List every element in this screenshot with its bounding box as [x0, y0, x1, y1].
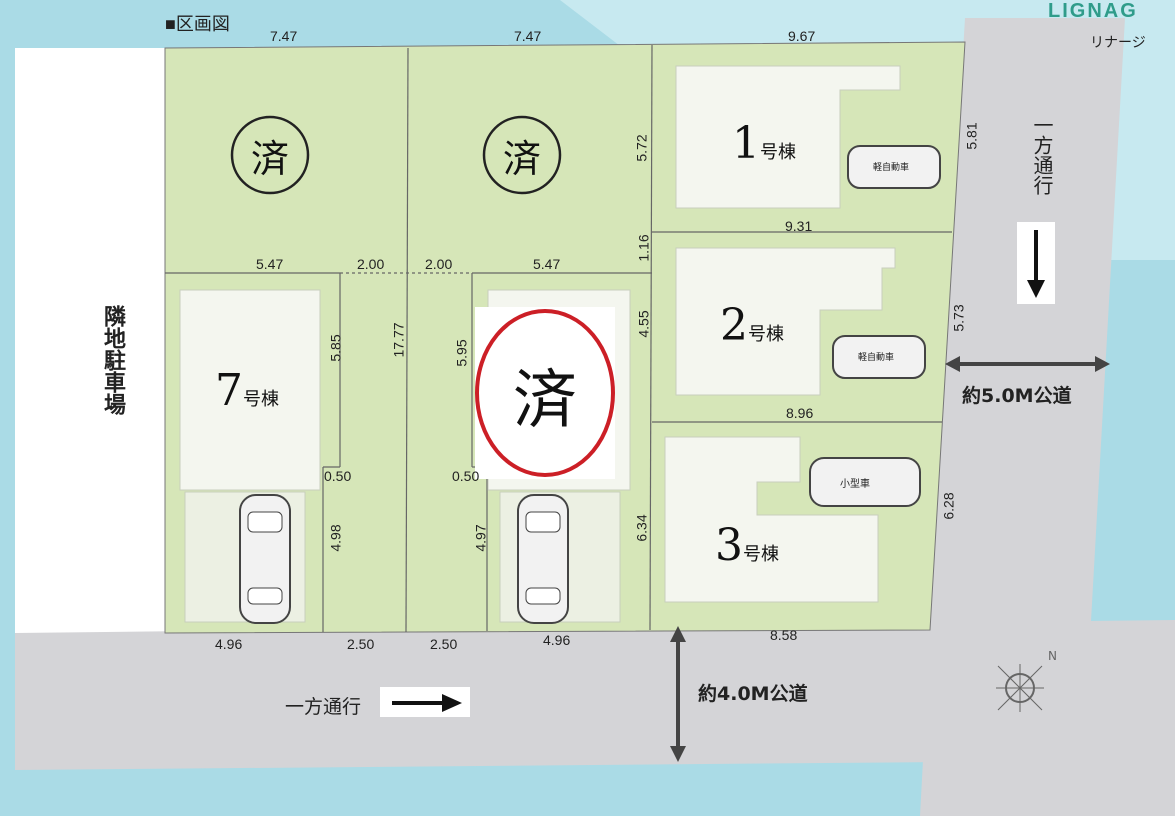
- dim-mid-a: 5.47: [256, 256, 284, 272]
- dim-bot-b: 2.50: [347, 636, 375, 652]
- car-house1: [847, 145, 941, 189]
- house-1-footprint: [675, 65, 901, 209]
- dim-top-b: 7.47: [514, 28, 542, 44]
- house-1-label: 1号棟: [732, 118, 796, 169]
- dim-bot-d: 4.96: [543, 632, 571, 648]
- dim-top-c: 9.67: [788, 28, 816, 44]
- house-7-label: 7号棟: [215, 365, 279, 416]
- sold-circle-top-left: [230, 115, 310, 195]
- dim-v-498: 4.98: [327, 524, 344, 552]
- house-1-number: 1: [732, 118, 760, 169]
- dim-v-634: 6.34: [633, 514, 650, 542]
- road-width-arrowhead-right-a: [945, 356, 960, 372]
- car-house2: [832, 335, 926, 379]
- dim-v-116: 1.16: [635, 234, 652, 262]
- neighbor-parking-label: 隣地駐車場: [100, 305, 125, 415]
- house-7-suffix: 号棟: [243, 389, 279, 410]
- road-label-bottom: 約4.0M公道: [698, 683, 808, 705]
- oneway-arrow-bottom-head: [442, 694, 462, 712]
- house-7-footprint: [179, 289, 321, 491]
- house-3-suffix: 号棟: [743, 544, 779, 565]
- sold-circle-top-mid: [482, 115, 562, 195]
- house-3-number: 3: [715, 520, 743, 571]
- sold-mark-top-left: 済: [250, 136, 289, 181]
- dim-v-595: 5.95: [453, 339, 470, 367]
- car-label-small: 小型車: [840, 479, 870, 490]
- compass-icon: N: [996, 649, 1057, 712]
- dim-050-b: 0.50: [452, 468, 480, 484]
- dim-bot-c: 2.50: [430, 636, 458, 652]
- dim-mid-c: 2.00: [425, 256, 453, 272]
- house-3-label: 3号棟: [715, 520, 779, 571]
- house-2-suffix: 号棟: [748, 324, 784, 345]
- dim-h3-bottom: 8.58: [770, 627, 798, 643]
- house-2-number: 2: [720, 300, 748, 351]
- house-7-number: 7: [215, 365, 243, 416]
- sold-mark-house6: 済: [513, 364, 577, 438]
- car-label-kei-2: 軽自動車: [858, 352, 895, 362]
- sold-mark-ellipse: [475, 309, 615, 477]
- dim-v-581: 5.81: [963, 122, 980, 150]
- dim-v-497: 4.97: [472, 524, 489, 552]
- road-width-arrowhead-bottom-b: [670, 746, 686, 762]
- road-width-arrowhead-bottom-a: [670, 626, 686, 642]
- car-house3: [809, 457, 921, 507]
- brand-logo: LIGNAG: [1048, 0, 1138, 22]
- oneway-arrow-right-head: [1027, 280, 1045, 298]
- dim-v-455: 4.55: [635, 310, 652, 338]
- dim-v-572: 5.72: [633, 134, 650, 162]
- dim-v-573: 5.73: [950, 304, 967, 332]
- house-3-footprint: [664, 436, 879, 603]
- dim-top-a: 7.47: [270, 28, 298, 44]
- road-width-arrowhead-right-b: [1095, 356, 1110, 372]
- dim-h2-bottom: 8.96: [786, 405, 814, 421]
- dim-050-a: 0.50: [324, 468, 352, 484]
- dim-mid-d: 5.47: [533, 256, 561, 272]
- road-junction: [1075, 640, 1175, 816]
- dim-mid-b: 2.00: [357, 256, 385, 272]
- dim-v-585: 5.85: [327, 334, 344, 362]
- road-label-right: 約5.0M公道: [962, 385, 1072, 407]
- svg-text:N: N: [1048, 649, 1057, 663]
- car-label-kei-1: 軽自動車: [873, 162, 910, 172]
- road-bottom: [15, 620, 1175, 770]
- neighbor-parking: [15, 48, 165, 633]
- brand-sub: リナージ: [1090, 34, 1146, 50]
- car-house7: [239, 494, 291, 624]
- lot-lines: [165, 44, 952, 633]
- dim-v-628: 6.28: [940, 492, 957, 520]
- oneway-label-bottom: 一方通行: [285, 696, 362, 718]
- dim-bot-a: 4.96: [215, 636, 243, 652]
- dim-v-1777: 17.77: [390, 322, 407, 358]
- sold-mark-top-mid: 済: [502, 136, 541, 181]
- house-1-suffix: 号棟: [760, 142, 796, 163]
- house-2-label: 2号棟: [720, 300, 784, 351]
- page-title: ■区画図: [165, 14, 230, 34]
- car-house6: [517, 494, 569, 624]
- house-2-footprint: [675, 247, 896, 396]
- oneway-label-right: 一方通行: [1030, 115, 1054, 195]
- dim-h1-bottom: 9.31: [785, 218, 813, 234]
- road-right: [920, 18, 1125, 816]
